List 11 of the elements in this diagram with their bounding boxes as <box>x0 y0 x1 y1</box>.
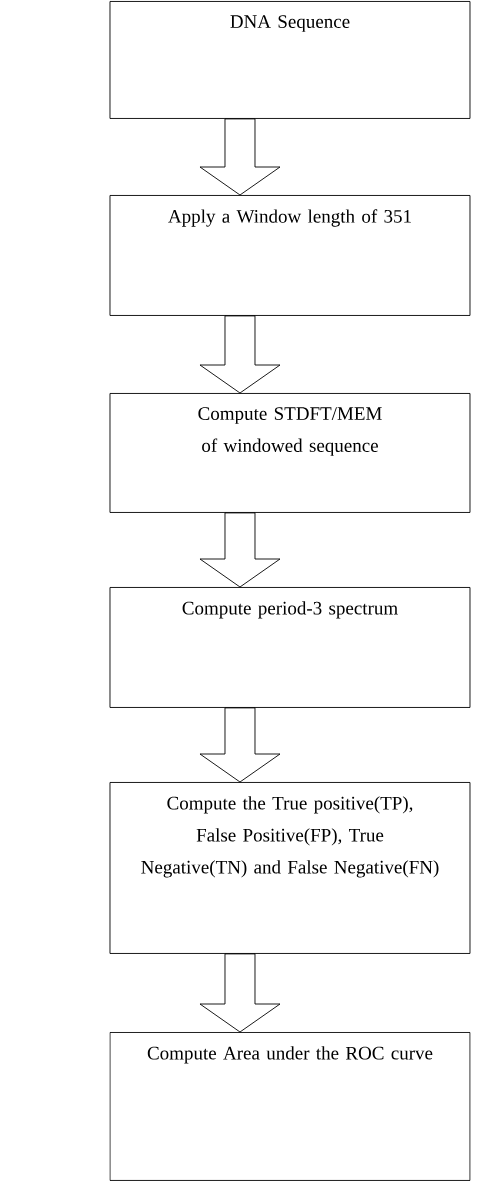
block-arrow <box>199 512 281 588</box>
block-arrow <box>199 118 281 196</box>
process-box: Compute period-3 spectrum <box>109 587 471 708</box>
process-box: Compute Area under the ROC curve <box>109 1032 471 1181</box>
block-arrow <box>199 953 281 1033</box>
process-box: Apply a Window length of 351 <box>109 195 471 316</box>
block-arrow <box>199 707 281 783</box>
process-box: Compute the True positive(TP), False Positive(FP), True Negative(TN) and False Negative(FN) <box>109 782 471 954</box>
process-box: DNA Sequence <box>109 1 471 119</box>
process-box: Compute STDFT/MEM of windowed sequence <box>109 393 471 513</box>
block-arrow <box>199 315 281 394</box>
